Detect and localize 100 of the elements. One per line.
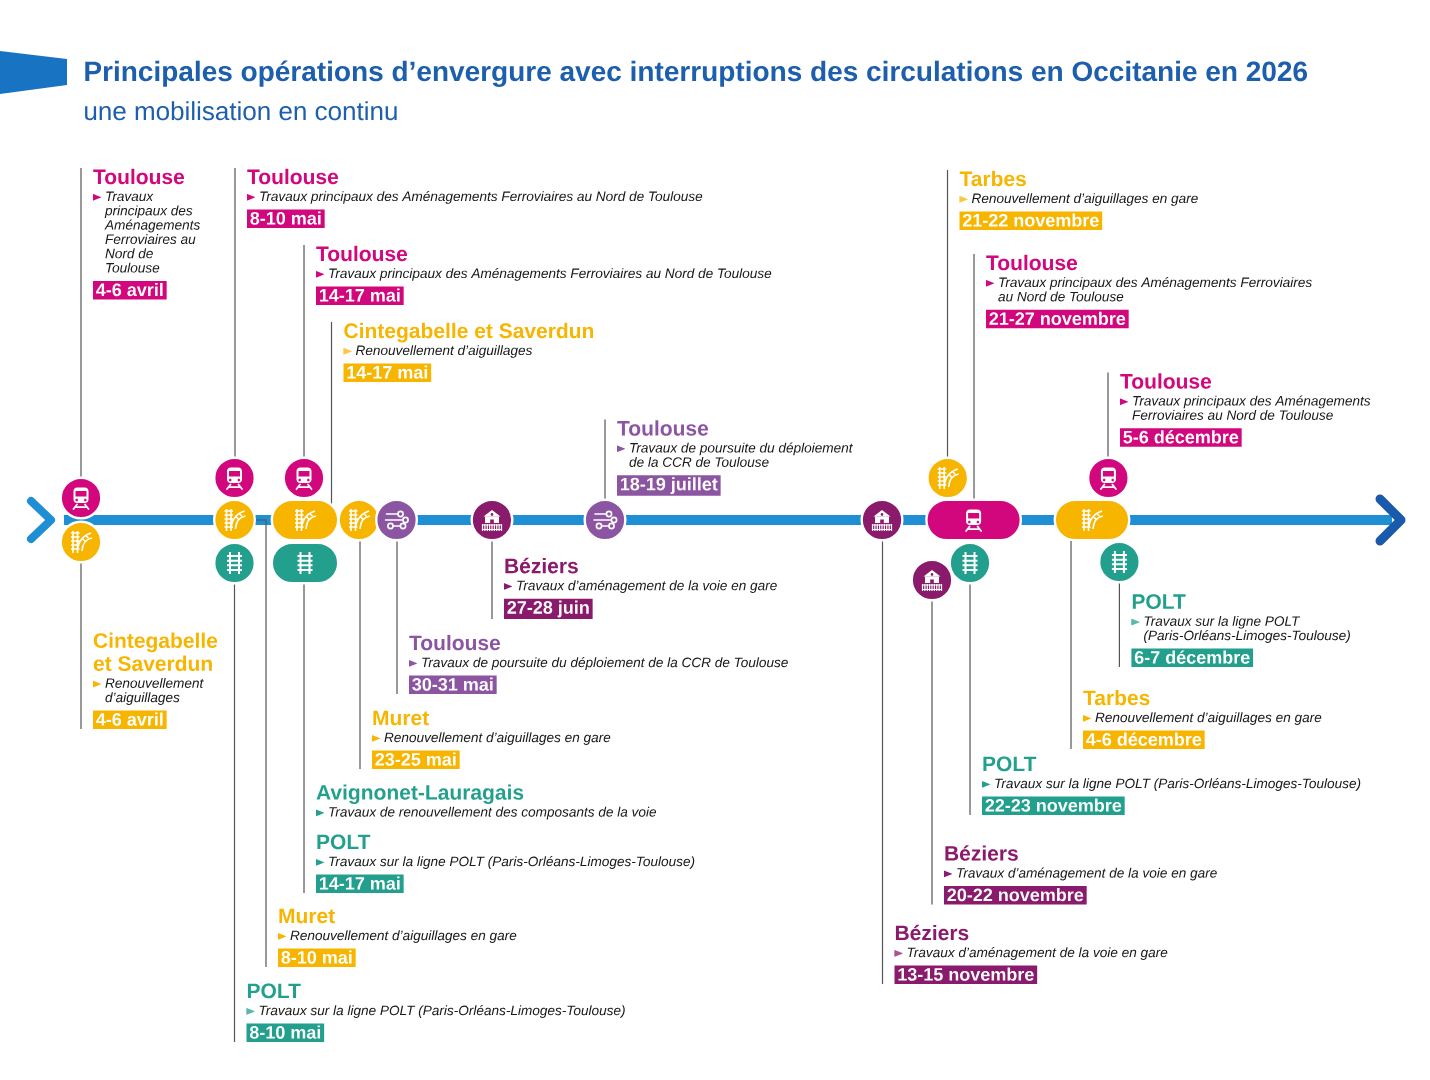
description: Travaux d’aménagement de la voie en gare [517,580,777,593]
date-badge: 5-6 décembre [1120,428,1242,447]
train-icon [59,476,103,520]
description: Renouvellement d’aiguillages en gare [384,732,611,745]
place-name: POLT [247,983,301,999]
station-icon [470,498,514,542]
place-name: Toulouse [247,168,339,185]
place-name: Toulouse [316,245,408,262]
place-name: Toulouse [1120,373,1212,389]
train-icon [213,456,256,500]
date-badge: 14-17 mai [316,286,404,305]
place-name: Avignonet-Lauragais [316,784,524,805]
leader-line [1107,371,1109,458]
place-name: Muret [373,710,429,726]
description: Travaux principaux des Aménagements Ferroviaires au Nord de Toulouse [1132,395,1371,420]
leader-line [359,540,361,770]
station-icon [910,558,954,602]
leader-line [946,169,949,458]
description: Travaux d’aménagement de la voie en gare [907,947,1168,960]
track-switch-icon [1053,498,1131,542]
network-icon [375,498,418,542]
date-badge: 18-19 juillet [617,475,721,496]
leader-line [80,167,82,478]
date-badge: 8-10 mai [278,948,356,967]
station-icon [860,498,904,542]
description: Travaux de renouvellement des composants de la voie [329,806,657,820]
place-name: Toulouse [409,634,501,651]
subtitle: une mobilisation en continu [85,101,397,121]
title: Principales opérations d’envergure avec interruptions des circulations en Occitanie en 2026 [85,60,1307,87]
leader-line [1070,540,1072,750]
track-switch-icon [926,456,970,500]
description: Travaux principaux des Aménagements Ferroviaires au Nord de Toulouse [329,267,772,281]
place-name: Muret [279,908,335,924]
description: Travaux principaux des Aménagements Ferroviaires au Nord de Toulouse [104,191,200,273]
leader-line [255,519,267,968]
place-name: Béziers [895,924,969,941]
date-badge: 4-6 décembre [1083,730,1205,749]
date-badge: 14-17 mai [343,363,432,382]
description: Travaux sur la ligne POLT (Paris-Orléans-Limoges-Toulouse) [259,1005,625,1018]
description: Travaux principaux des Aménagements Ferroviaires au Nord de Toulouse [998,276,1312,302]
leader-line [931,600,933,906]
description: Renouvellement d’aiguillages [105,677,204,705]
leader-line [234,167,236,458]
place-name: Toulouse [617,420,709,436]
date-badge: 4-6 avril [93,710,167,729]
train-icon [1086,456,1130,500]
date-badge: 6-7 décembre [1131,648,1254,667]
place-name: Toulouse [986,254,1078,271]
place-name: POLT [1132,594,1186,609]
description: Travaux sur la ligne POLT (Paris-Orléans-Limoges-Toulouse) [1144,615,1350,643]
track-switch-icon [59,520,103,564]
leader-line [881,540,884,985]
description: Renouvellement d’aiguillages en gare [971,193,1198,206]
date-badge: 4-6 avril [93,281,167,300]
rail-track-icon [948,541,992,585]
leader-line [303,583,305,894]
rail-track-icon [1097,540,1141,584]
leader-line [303,244,305,458]
place-name: Tarbes [1083,689,1150,706]
date-badge: 21-22 novembre [959,211,1103,230]
leader-line [80,562,82,730]
date-badge: 27-28 juin [504,598,593,619]
leader-line [604,418,606,500]
description: Travaux de poursuite du déploiement de la CCR de Toulouse [422,657,788,670]
leader-line [491,540,493,620]
date-badge: 23-25 mai [372,750,460,769]
description: Renouvellement d’aiguillages [355,345,533,358]
leader-line [233,583,236,1043]
date-badge: 13-15 novembre [894,965,1038,984]
description: Travaux d’aménagement de la voie en gare [957,867,1217,881]
description: Travaux de poursuite du déploiement de la CCR de Toulouse [629,442,853,467]
network-icon [583,498,627,542]
rail-track-icon [270,541,340,585]
train-icon [282,456,326,500]
date-badge: 14-17 mai [316,874,404,893]
place-name: POLT [983,756,1037,772]
date-badge: 30-31 mai [409,675,497,694]
leader-line [969,583,971,816]
place-name: Béziers [945,845,1018,861]
place-name: Cintegabelle et Saverdun [93,632,218,671]
train-icon [925,498,1022,542]
date-badge: 8-10 mai [247,209,325,228]
place-name: Cintegabelle et Saverdun [344,322,594,343]
description: Travaux sur la ligne POLT (Paris-Orléans-Limoges-Toulouse) [329,856,695,869]
date-badge: 21-27 novembre [986,309,1129,329]
place-name: Béziers [505,557,578,574]
description: Travaux sur la ligne POLT (Paris-Orléans-Limoges-Toulouse) [995,778,1361,791]
leader-line [396,540,398,695]
date-badge: 22-23 novembre [982,796,1125,815]
place-name: Toulouse [93,168,185,185]
date-badge: 8-10 mai [246,1023,325,1042]
leader-line [1118,582,1120,668]
description: Renouvellement d’aiguillages en gare [290,930,517,943]
description: Travaux principaux des Aménagements Ferroviaires au Nord de Toulouse [260,190,703,204]
leader-line [330,321,333,504]
place-name: POLT [317,834,371,850]
leader-line [973,253,975,500]
date-badge: 20-22 novembre [944,886,1087,905]
place-name: Tarbes [959,170,1026,187]
description: Renouvellement d’aiguillages en gare [1095,712,1322,725]
